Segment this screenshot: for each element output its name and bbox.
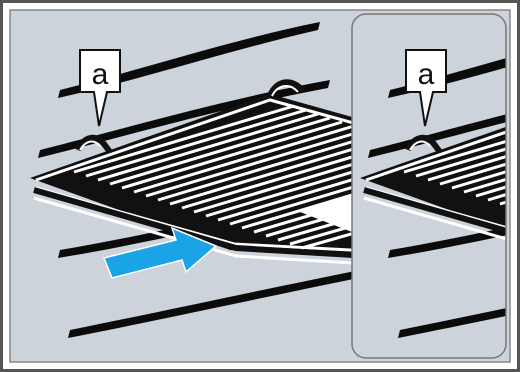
callout-label-main: a bbox=[92, 58, 109, 91]
callout-label-inset: a bbox=[418, 58, 435, 91]
